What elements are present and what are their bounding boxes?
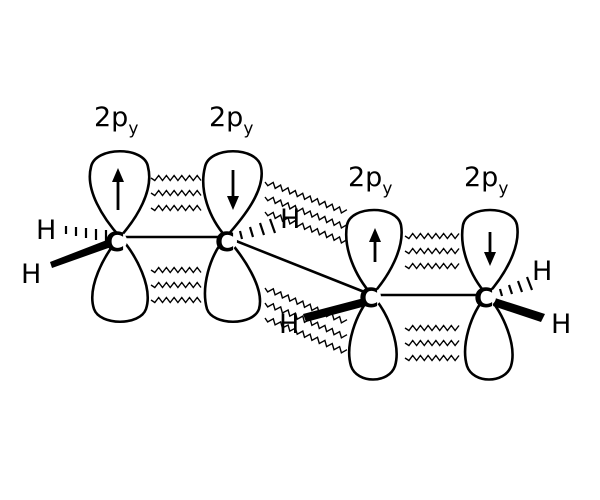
overlap-wave-12-lower-0 xyxy=(150,266,202,274)
p-orbital-2 xyxy=(201,149,263,323)
hydrogen-label-5: H xyxy=(532,256,552,287)
hydrogen-atoms: H H H H H H xyxy=(21,204,571,340)
orbital-3-lower-lobe xyxy=(347,293,398,381)
carbon-label-4: C xyxy=(474,283,494,314)
carbon-atoms: C C C C xyxy=(105,227,496,314)
orbital-label-3: 2py xyxy=(348,162,392,199)
overlap-wave-34-lower-2 xyxy=(404,354,460,362)
hydrogen-label-2: H xyxy=(21,259,41,290)
overlap-wave-34-upper-0 xyxy=(404,232,460,240)
orbital-2-lower-lobe xyxy=(203,235,262,323)
carbon-label-3: C xyxy=(359,283,379,314)
overlap-wave-34-lower-0 xyxy=(404,324,460,332)
p-orbital-3 xyxy=(344,208,403,381)
overlap-wave-34-upper-1 xyxy=(404,247,460,255)
orbital-label-4: 2py xyxy=(464,162,508,199)
carbon-label-2: C xyxy=(215,227,235,258)
overlap-wave-12-lower-2 xyxy=(150,296,202,304)
spin-arrowhead-3 xyxy=(369,228,381,242)
wedge-bond-c4-h xyxy=(493,298,545,322)
orbital-1-lower-lobe xyxy=(91,235,149,323)
hydrogen-label-4: H xyxy=(279,309,299,340)
overlap-wave-12-upper-0 xyxy=(150,174,202,182)
spin-arrowhead-1 xyxy=(112,168,124,182)
overlap-wave-23-lower-1 xyxy=(264,302,348,339)
overlap-wave-34-upper-2 xyxy=(404,262,460,270)
overlap-wave-12-lower-1 xyxy=(150,281,202,289)
overlap-wave-23-upper-0 xyxy=(264,181,348,215)
bond-c2-c3 xyxy=(225,235,373,297)
orbital-4-lower-lobe xyxy=(463,293,514,381)
overlap-wave-23-lower-0 xyxy=(264,287,348,324)
hash-bond-c1-h xyxy=(64,226,108,242)
orbital-label-2: 2py xyxy=(209,102,253,139)
carbon-label-1: C xyxy=(105,227,125,258)
overlap-wave-12-upper-1 xyxy=(150,189,202,197)
overlap-wave-23-upper-1 xyxy=(264,196,348,230)
hydrogen-bonds xyxy=(50,218,545,322)
carbon-carbon-bonds xyxy=(120,235,487,297)
p-orbital-4 xyxy=(460,208,519,381)
hash-bond-c2-h xyxy=(238,218,277,240)
hydrogen-label-3: H xyxy=(280,204,300,235)
orbital-labels: 2py 2py 2py 2py xyxy=(94,102,508,199)
p-orbital-1 xyxy=(88,149,151,323)
orbital-label-1: 2py xyxy=(94,102,138,139)
wedge-bond-c1-h xyxy=(50,238,114,268)
wedge-bond-c3-h xyxy=(303,298,366,322)
overlap-wave-23-lower-2 xyxy=(264,317,348,354)
spin-arrowhead-2 xyxy=(227,196,239,210)
orbital-overlap-lines xyxy=(150,174,460,362)
hydrogen-label-1: H xyxy=(36,215,56,246)
overlap-wave-23-upper-2 xyxy=(264,211,348,245)
hydrogen-label-6: H xyxy=(551,309,571,340)
orbital-1-upper-lobe xyxy=(88,149,151,239)
spin-arrowhead-4 xyxy=(484,252,496,266)
hash-bond-c4-h xyxy=(498,276,534,297)
overlap-wave-34-lower-1 xyxy=(404,339,460,347)
overlap-wave-12-upper-2 xyxy=(150,204,202,212)
